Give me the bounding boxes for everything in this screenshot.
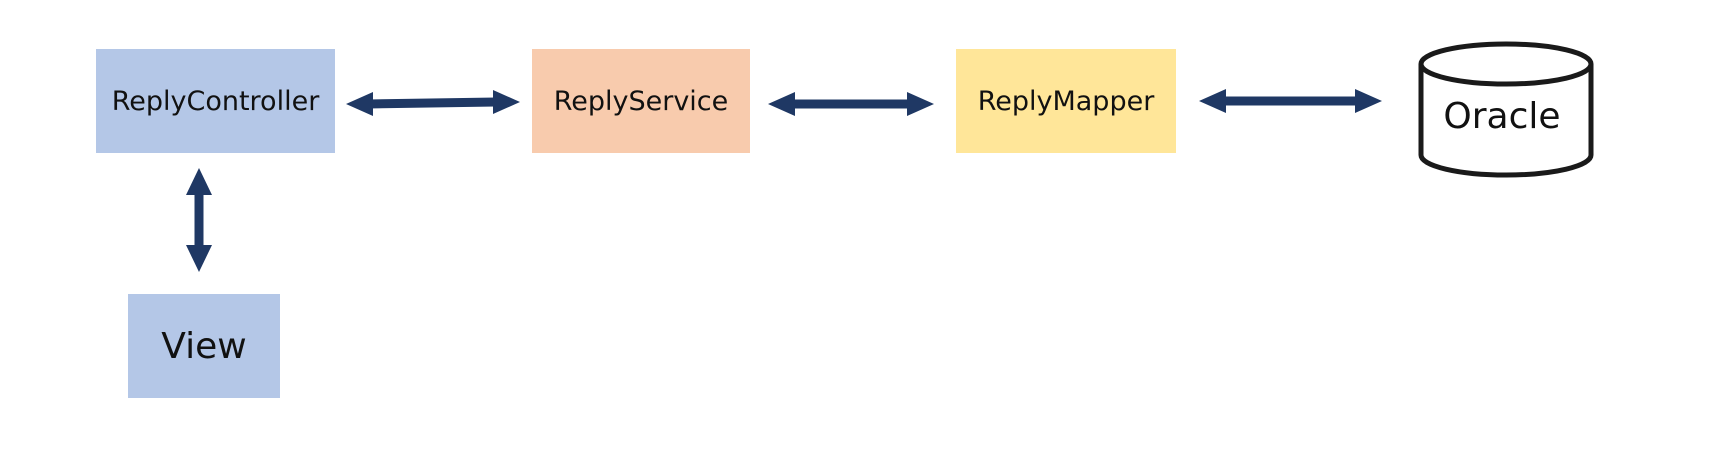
oracle-label: Oracle (1443, 96, 1561, 137)
reply-controller-label: ReplyController (111, 85, 320, 117)
reply-controller-node: ReplyController (96, 49, 335, 153)
reply-service-node: ReplyService (532, 49, 750, 153)
oracle-cylinder-icon (1418, 41, 1594, 178)
view-node: View (128, 294, 280, 398)
reply-mapper-node: ReplyMapper (956, 49, 1176, 153)
arrow-controller-view (186, 168, 212, 272)
arrow-controller-service (346, 90, 520, 116)
reply-mapper-label: ReplyMapper (977, 85, 1155, 117)
view-label: View (161, 325, 247, 367)
reply-service-label: ReplyService (553, 85, 729, 117)
arrow-mapper-oracle (1199, 89, 1382, 113)
arrow-service-mapper (768, 92, 934, 116)
